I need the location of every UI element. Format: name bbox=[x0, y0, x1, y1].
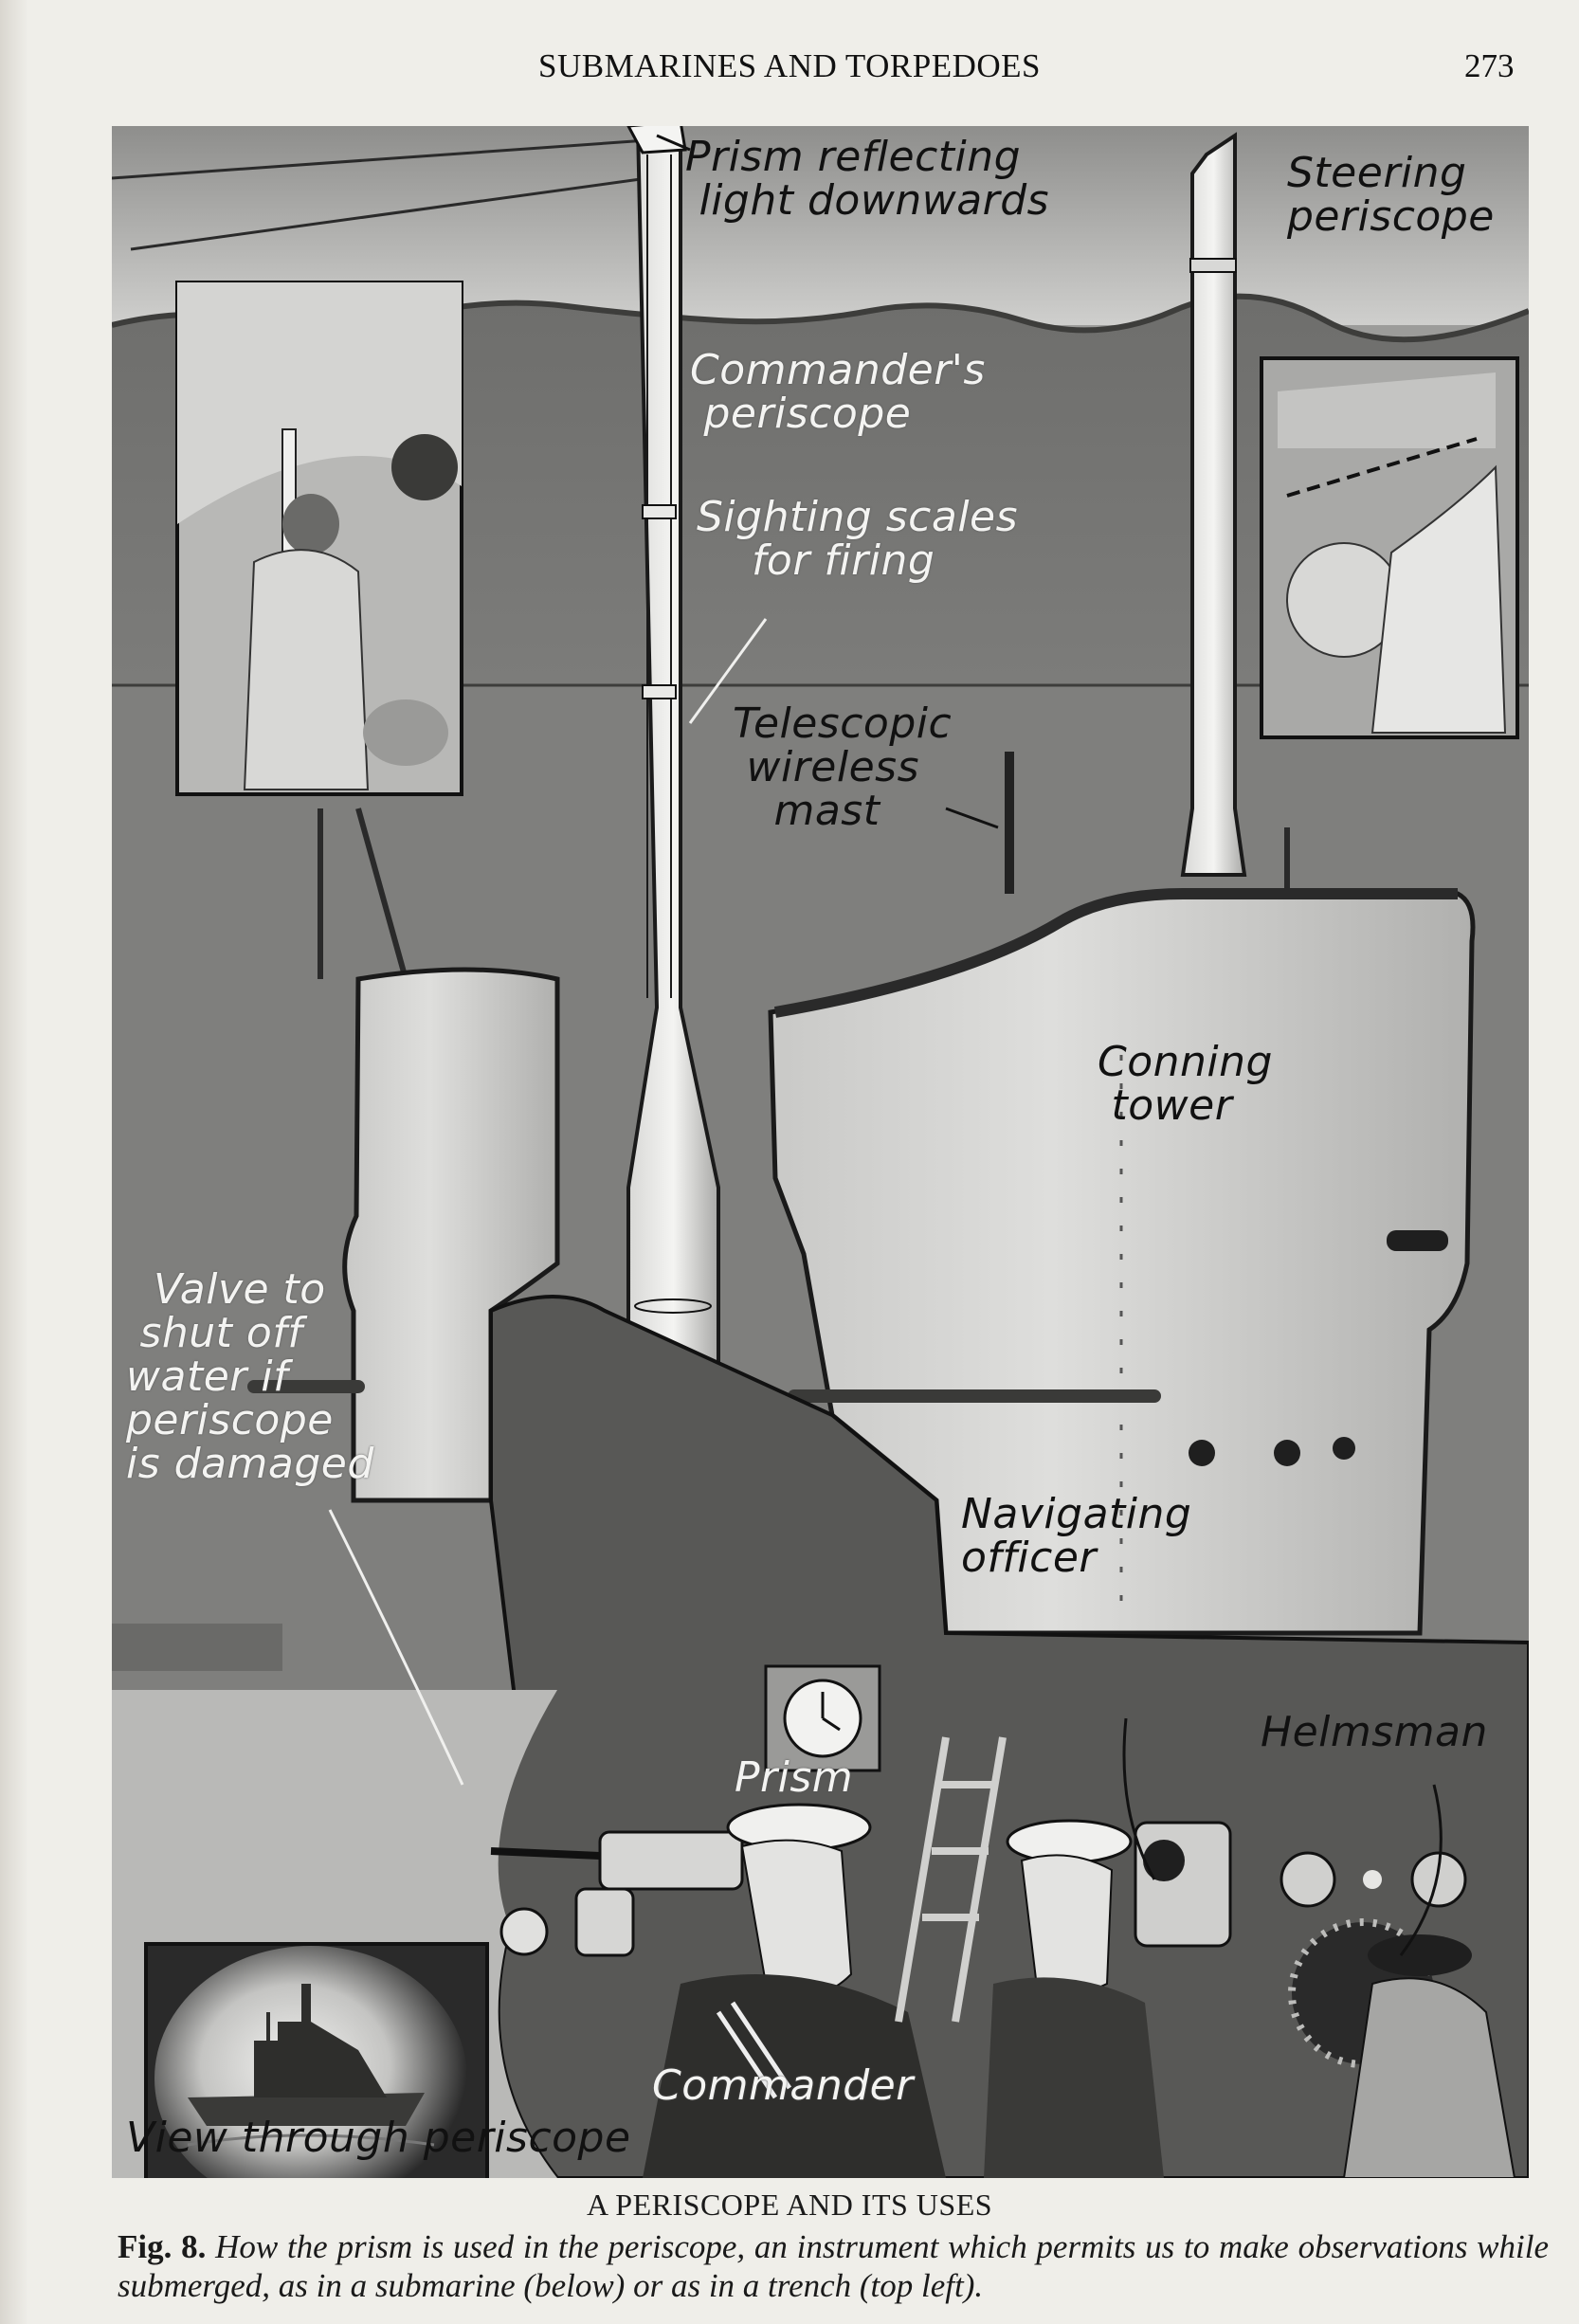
label-prism-reflecting: Prism reflecting light downwards bbox=[685, 133, 1050, 225]
ladder bbox=[895, 1736, 1007, 2023]
clock-gauge bbox=[764, 1664, 881, 1772]
pointer-arrows bbox=[328, 618, 768, 1786]
periscope-illustration: Prism reflecting light downwards Steerin… bbox=[112, 126, 1529, 2178]
periscope-eyepiece bbox=[490, 1830, 744, 1957]
figure-caption: Fig. 8. How the prism is used in the per… bbox=[118, 2227, 1549, 2305]
top-prism bbox=[626, 126, 687, 154]
sighting-arrow bbox=[688, 618, 768, 724]
light-ray bbox=[112, 138, 648, 180]
valve-arrow bbox=[328, 1509, 464, 1786]
running-head: SUBMARINES AND TORPEDOES bbox=[538, 47, 1041, 84]
tower-slot bbox=[1387, 1230, 1448, 1251]
helmsman-arrow bbox=[1399, 1784, 1443, 1956]
deck-hatch bbox=[112, 1624, 282, 1671]
page-binding-edge bbox=[0, 0, 28, 2324]
label-view-through-periscope: View through periscope bbox=[126, 2114, 631, 2162]
navigating-officer-figure bbox=[984, 1819, 1232, 2178]
label-telescopic-mast: Telescopic wireless mast bbox=[733, 699, 953, 835]
label-prism: Prism bbox=[735, 1753, 854, 1802]
telescopic-wireless-mast bbox=[1005, 752, 1014, 894]
figure-number: Fig. 8. bbox=[118, 2228, 207, 2265]
conning-tower-left bbox=[342, 967, 560, 1503]
label-commanders-periscope: Commander's periscope bbox=[690, 346, 986, 438]
mast-arrow bbox=[945, 807, 999, 829]
helm-panel bbox=[1280, 1851, 1516, 2178]
page-number: 273 bbox=[1464, 47, 1515, 84]
label-commander: Commander bbox=[652, 2061, 914, 2110]
navigating-arrow bbox=[1122, 1717, 1156, 1880]
periscope-view-inset bbox=[144, 1942, 489, 2178]
pressure-gauge bbox=[499, 1907, 549, 1956]
label-steering-periscope: Steering periscope bbox=[1287, 149, 1495, 241]
label-valve: Valve to shut off water if periscope is … bbox=[126, 1265, 374, 1488]
figure-caption-text: How the prism is used in the periscope, … bbox=[118, 2228, 1550, 2304]
steering-periscope-tube bbox=[1180, 132, 1247, 877]
label-navigating-officer: Navigating officer bbox=[961, 1490, 1192, 1582]
light-ray bbox=[130, 176, 648, 251]
illustration-artwork bbox=[112, 126, 1529, 2178]
prism-arrow bbox=[656, 134, 691, 152]
tower-rim bbox=[773, 888, 1458, 1018]
trench-observer-inset bbox=[175, 281, 463, 796]
commander-figure bbox=[643, 1803, 946, 2178]
label-helmsman: Helmsman bbox=[1261, 1708, 1488, 1756]
label-conning-tower: Conning tower bbox=[1098, 1038, 1273, 1130]
figure-title: A PERISCOPE AND ITS USES bbox=[586, 2188, 993, 2222]
label-sighting-scales: Sighting scales for firing bbox=[697, 493, 1019, 585]
steering-periscope-inset bbox=[1260, 356, 1519, 739]
